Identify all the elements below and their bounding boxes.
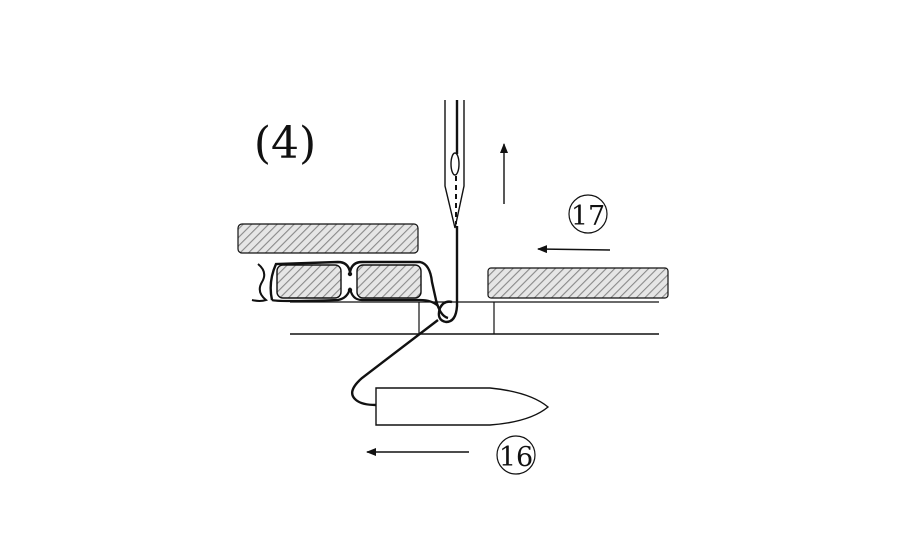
- stitch-knot-top: [347, 271, 353, 277]
- needle-eye: [450, 152, 460, 176]
- stitched-fabric-1: [276, 264, 342, 299]
- callout-16-number: 16: [499, 442, 533, 473]
- step-label: (4): [254, 118, 316, 169]
- upper-thread-loop: [269, 260, 449, 320]
- thread-tail: [251, 263, 269, 302]
- callout-17-circle: [568, 194, 608, 234]
- feed-left-arrow: [537, 245, 611, 254]
- fabric-right: [487, 267, 669, 299]
- upper-fabric-left: [237, 223, 419, 254]
- needle-thread-loop: [437, 226, 459, 324]
- needle: [444, 100, 465, 229]
- looper-thread: [350, 319, 439, 407]
- stitched-fabric-2: [356, 264, 422, 299]
- callout-17-number: 17: [571, 201, 605, 232]
- stitch-knot-bottom: [347, 287, 353, 293]
- looper: [375, 387, 550, 426]
- callout-16-circle: [496, 435, 536, 475]
